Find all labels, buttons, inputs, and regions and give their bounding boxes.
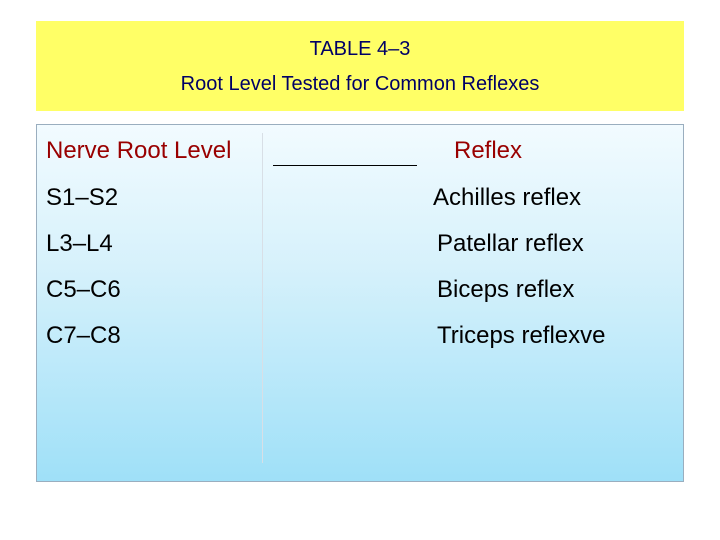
table-subtitle: Root Level Tested for Common Reflexes [180, 73, 540, 95]
header-reflex: Reflex [454, 137, 523, 164]
table-number-title: TABLE 4–3 [309, 38, 411, 60]
header-nerve-root-level: Nerve Root Level [46, 137, 232, 164]
row-1-reflex: Achilles reflex [433, 184, 582, 211]
column-divider [262, 133, 263, 463]
header-underline [273, 165, 417, 166]
row-3-root-level: C5–C6 [46, 276, 121, 303]
row-2-reflex: Patellar reflex [437, 230, 584, 257]
row-4-root-level: C7–C8 [46, 322, 121, 349]
title-banner: TABLE 4–3 Root Level Tested for Common R… [36, 21, 684, 111]
row-4-reflex: Triceps reflexve [437, 322, 606, 349]
row-3-reflex: Biceps reflex [437, 276, 575, 303]
row-1-root-level: S1–S2 [46, 184, 119, 211]
reflex-table: Nerve Root Level Reflex S1–S2 Achilles r… [36, 124, 684, 482]
row-2-root-level: L3–L4 [46, 230, 113, 257]
